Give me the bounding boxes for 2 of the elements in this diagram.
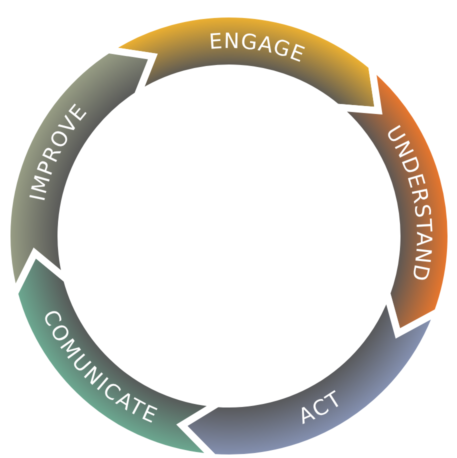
segment-label: ENGAGE: [208, 28, 310, 68]
segment-label: ACT: [294, 386, 347, 429]
